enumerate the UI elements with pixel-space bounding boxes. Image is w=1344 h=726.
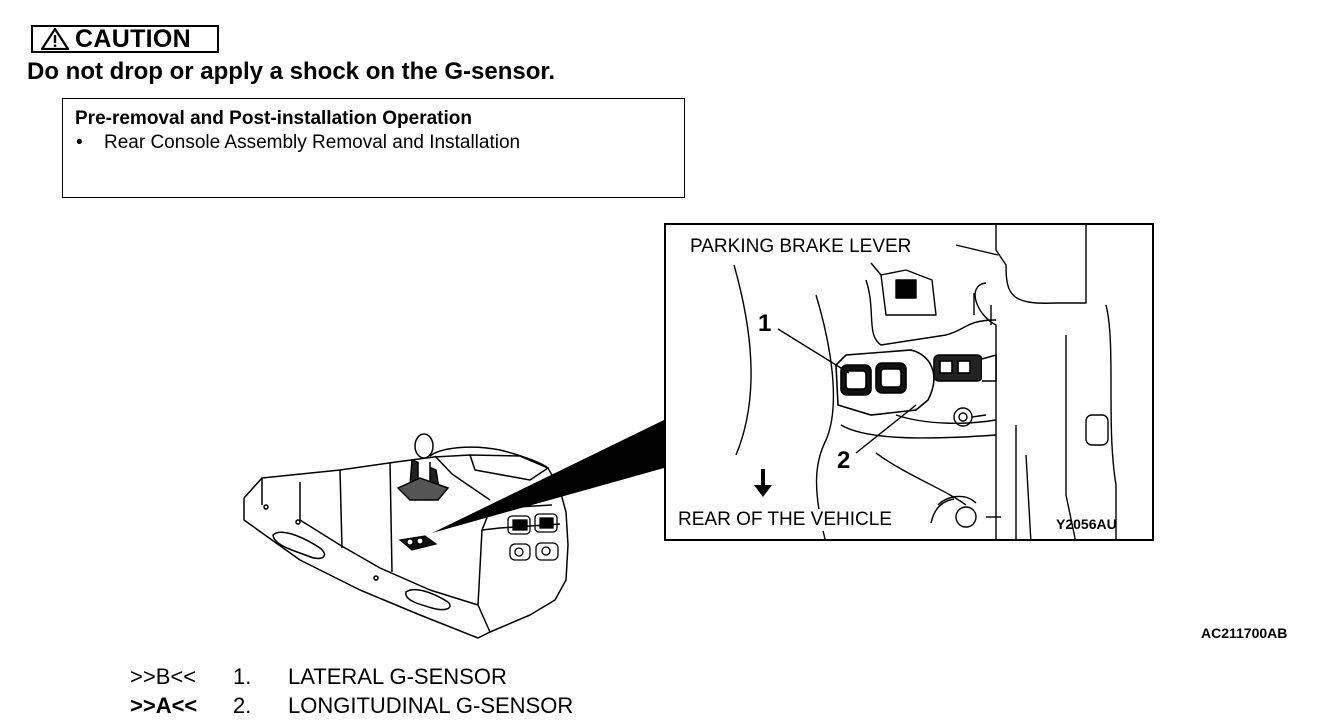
caution-badge: CAUTION	[31, 25, 219, 53]
legend-part-name: LATERAL G-SENSOR	[288, 663, 507, 689]
legend-number: 2.	[233, 692, 252, 718]
legend-number: 1.	[233, 663, 252, 689]
parking-brake-lever-label: PARKING BRAKE LEVER	[690, 236, 912, 258]
operation-item: • Rear Console Assembly Removal and Inst…	[75, 130, 684, 156]
caution-message: Do not drop or apply a shock on the G-se…	[27, 58, 556, 85]
warning-triangle-icon	[41, 28, 69, 50]
detail-illustration	[733, 225, 1117, 539]
arrow-down-icon	[754, 469, 772, 497]
legend-part-name: LONGITUDINAL G-SENSOR	[288, 692, 574, 718]
parts-legend: >>B<< 1. LATERAL G-SENSOR >>A<< 2. LONGI…	[130, 662, 573, 720]
caution-label: CAUTION	[75, 24, 191, 53]
operation-item-text: Rear Console Assembly Removal and Instal…	[104, 132, 521, 153]
document-code: AC211700AB	[1201, 625, 1288, 641]
figure-code: Y2056AU	[1056, 516, 1117, 532]
detail-view: PARKING BRAKE LEVER 1 2 REAR OF THE VEHI…	[664, 223, 1154, 541]
detail-pointer-cone	[432, 420, 664, 533]
legend-ref: >>A<<	[130, 692, 198, 718]
operation-box: Pre-removal and Post-installation Operat…	[62, 98, 685, 198]
callout-2: 2	[837, 447, 851, 474]
legend-row: >>A<< 2. LONGITUDINAL G-SENSOR	[130, 691, 573, 720]
callout-1: 1	[758, 310, 772, 337]
rear-of-vehicle-label: REAR OF THE VEHICLE	[678, 509, 892, 531]
operation-title: Pre-removal and Post-installation Operat…	[75, 108, 472, 129]
bullet-icon: •	[76, 132, 83, 153]
legend-ref: >>B<<	[130, 663, 197, 689]
legend-row: >>B<< 1. LATERAL G-SENSOR	[130, 662, 573, 691]
